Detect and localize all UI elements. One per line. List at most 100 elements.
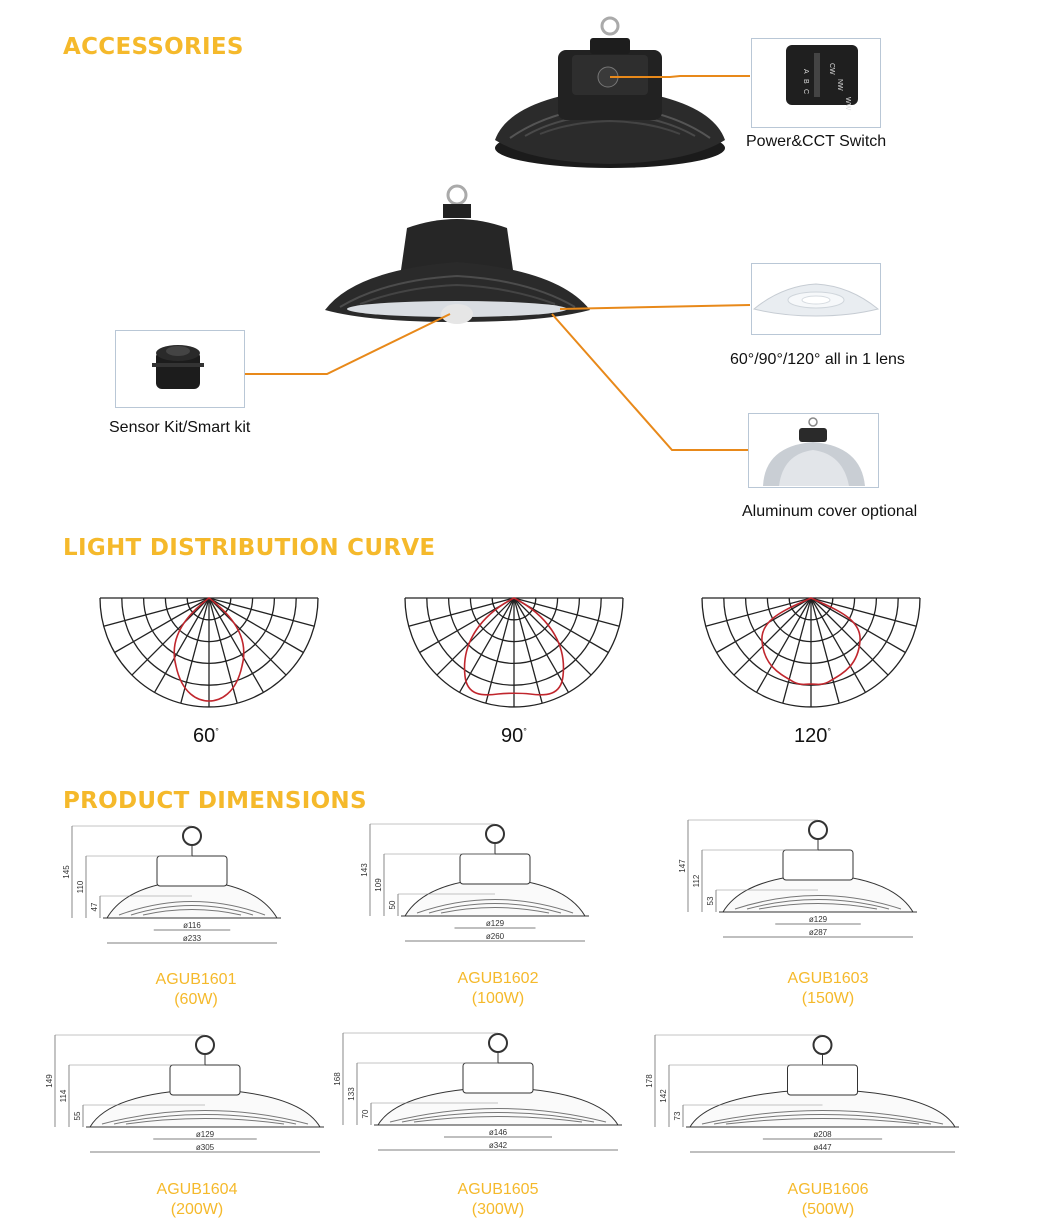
switch-label-a: A — [802, 69, 809, 74]
curve-angle-90: 90 — [501, 725, 524, 747]
product-model: AGUB1606 — [787, 1181, 869, 1198]
height-dim-label: 112 — [692, 874, 701, 887]
product-power: (150W) — [801, 990, 855, 1007]
diameter-bottom-label: ø305 — [196, 1143, 215, 1152]
fixture-hook — [195, 1035, 215, 1055]
switch-label-b: B — [802, 79, 809, 84]
polar-spoke — [513, 597, 592, 676]
fixture-hook — [182, 826, 202, 846]
product-power: (100W) — [471, 990, 525, 1007]
aluminum-cover-thumbnail — [748, 413, 879, 488]
cover-caption: Aluminum cover optional — [742, 503, 918, 520]
distribution-curve-60 — [99, 596, 319, 708]
polar-spoke — [810, 597, 889, 676]
fixture-fin — [413, 1116, 583, 1123]
product-model: AGUB1602 — [457, 970, 539, 987]
product-label-1606: AGUB1606(500W) — [758, 1180, 898, 1220]
curve-unit-60: ° — [215, 726, 219, 737]
polar-spoke — [513, 597, 620, 627]
polar-spoke — [485, 597, 515, 704]
product-model: AGUB1605 — [457, 1181, 539, 1198]
height-dim-label: 133 — [347, 1087, 356, 1101]
power-switch-thumbnail: CW NW WW A B C — [751, 38, 881, 128]
curve-angle-120: 120 — [794, 725, 828, 747]
polar-spoke — [208, 597, 265, 693]
fixture-fin — [130, 905, 254, 916]
height-dim-label: 73 — [673, 1111, 682, 1120]
fixture-hook — [488, 1033, 508, 1053]
sensor-caption: Sensor Kit/Smart kit — [109, 419, 251, 436]
height-dim-label: 114 — [59, 1089, 68, 1102]
height-dim-label: 149 — [45, 1074, 54, 1088]
fixture-fin — [701, 1110, 944, 1125]
fixture-fin — [101, 1110, 309, 1125]
product-label-1603: AGUB1603 (150W) — [758, 969, 898, 1009]
diameter-bottom-label: ø233 — [183, 934, 202, 943]
switch-label-c: C — [802, 89, 809, 94]
fixture-fin — [401, 1112, 595, 1123]
distribution-curve-120 — [701, 597, 921, 708]
diameter-bottom-label: ø342 — [489, 1141, 508, 1150]
height-dim-label: 110 — [76, 880, 85, 893]
diameter-top-label: ø129 — [196, 1130, 215, 1139]
diameter-top-label: ø129 — [809, 915, 828, 924]
dimension-drawing-AGUB1604: 149 114 55 ø129 ø305 — [45, 1034, 324, 1153]
polar-spoke — [733, 597, 812, 676]
polar-spoke — [458, 597, 515, 693]
product-model: AGUB1604 — [156, 1181, 238, 1198]
fixture-housing — [787, 1064, 858, 1096]
height-dim-label: 50 — [388, 900, 397, 909]
product-power: (60W) — [174, 991, 218, 1008]
height-dim-label: 145 — [62, 865, 71, 879]
height-dim-label: 70 — [361, 1109, 370, 1118]
fixture-hook — [485, 824, 505, 844]
fixture-fin — [125, 1118, 285, 1125]
fixture-fin — [734, 895, 902, 910]
polar-spoke — [153, 597, 210, 693]
leader-line-lens — [559, 304, 751, 310]
leader-line-sensor — [245, 313, 451, 375]
polar-spoke — [180, 597, 210, 704]
product-model: AGUB1601 — [155, 971, 237, 988]
height-dim-label: 168 — [333, 1072, 342, 1086]
lens-thumbnail — [751, 263, 881, 335]
product-label-1605: AGUB1605(300W) — [428, 1180, 568, 1220]
accessories-heading: ACCESSORIES — [63, 34, 244, 60]
polar-spoke — [513, 597, 543, 704]
dimensions-heading: PRODUCT DIMENSIONS — [63, 788, 367, 814]
polar-spoke — [810, 597, 906, 654]
polar-spoke — [208, 597, 304, 654]
polar-spoke — [810, 597, 867, 693]
diameter-top-label: ø129 — [486, 919, 505, 928]
curve-angle-60: 60 — [193, 725, 216, 747]
switch-label-nw: NW — [836, 79, 843, 91]
height-dim-label: 109 — [374, 878, 383, 892]
fixture-hook — [808, 820, 828, 840]
sensor-thumbnail — [115, 330, 245, 408]
fixture-fin — [416, 899, 574, 914]
fixture-fin — [142, 909, 242, 916]
product-label-1601: AGUB1601 (60W) — [126, 970, 266, 1010]
polar-spoke — [103, 597, 210, 627]
highbay-fixture-top — [495, 16, 725, 168]
fixture-housing — [462, 1062, 534, 1094]
polar-spoke — [408, 597, 515, 627]
switch-label-ww: WW — [844, 97, 851, 111]
fixture-hook — [812, 1035, 833, 1055]
lens-caption: 60°/90°/120° all in 1 lens — [730, 351, 905, 368]
curve-heading: LIGHT DISTRIBUTION CURVE — [63, 535, 436, 561]
fixture-housing — [156, 855, 228, 887]
fixture-fin — [118, 901, 266, 916]
polar-spoke — [810, 597, 840, 704]
curve-unit-90: ° — [523, 726, 527, 737]
diameter-top-label: ø208 — [813, 1130, 832, 1139]
fixture-fin — [113, 1114, 297, 1125]
power-switch-caption: Power&CCT Switch — [746, 133, 887, 150]
polar-spoke — [131, 597, 210, 676]
height-dim-label: 55 — [73, 1111, 82, 1120]
product-model: AGUB1603 — [787, 970, 869, 987]
